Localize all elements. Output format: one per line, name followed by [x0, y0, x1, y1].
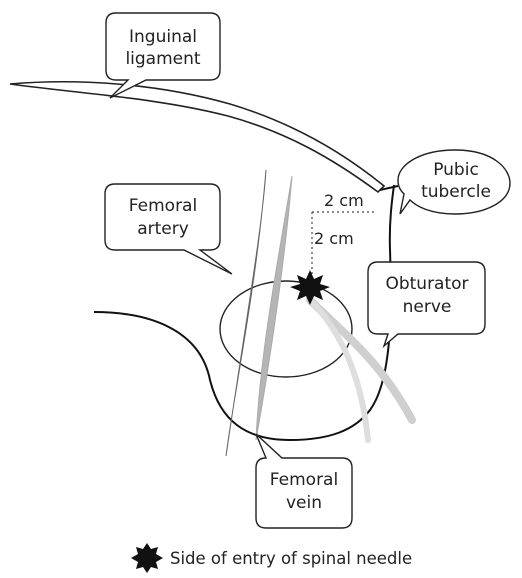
vertical-measure-label: 2 cm: [314, 229, 354, 248]
inguinal-ligament-shape: [10, 82, 384, 192]
inguinal-ligament-label-2: ligament: [125, 49, 200, 69]
horizontal-measure-label: 2 cm: [324, 191, 364, 210]
legend-label: Side of entry of spinal needle: [170, 549, 412, 568]
entry-site-star-icon: [290, 270, 330, 305]
inguinal-ligament-label: Inguinal: [129, 27, 197, 47]
obturator-nerve-branch-2: [310, 300, 368, 440]
femoral-artery-label-2: artery: [137, 219, 189, 239]
pubic-tubercle-label-2: tubercle: [421, 182, 491, 202]
femoral-artery-label: Femoral: [129, 196, 197, 216]
obturator-nerve-label: Obturator: [385, 274, 468, 294]
femoral-vein-label: Femoral: [270, 470, 338, 490]
obturator-nerve-label-2: nerve: [403, 297, 452, 317]
legend-star-icon: [131, 543, 163, 573]
pubic-tubercle-label: Pubic: [433, 160, 479, 180]
femoral-vein-label-2: vein: [286, 493, 322, 513]
